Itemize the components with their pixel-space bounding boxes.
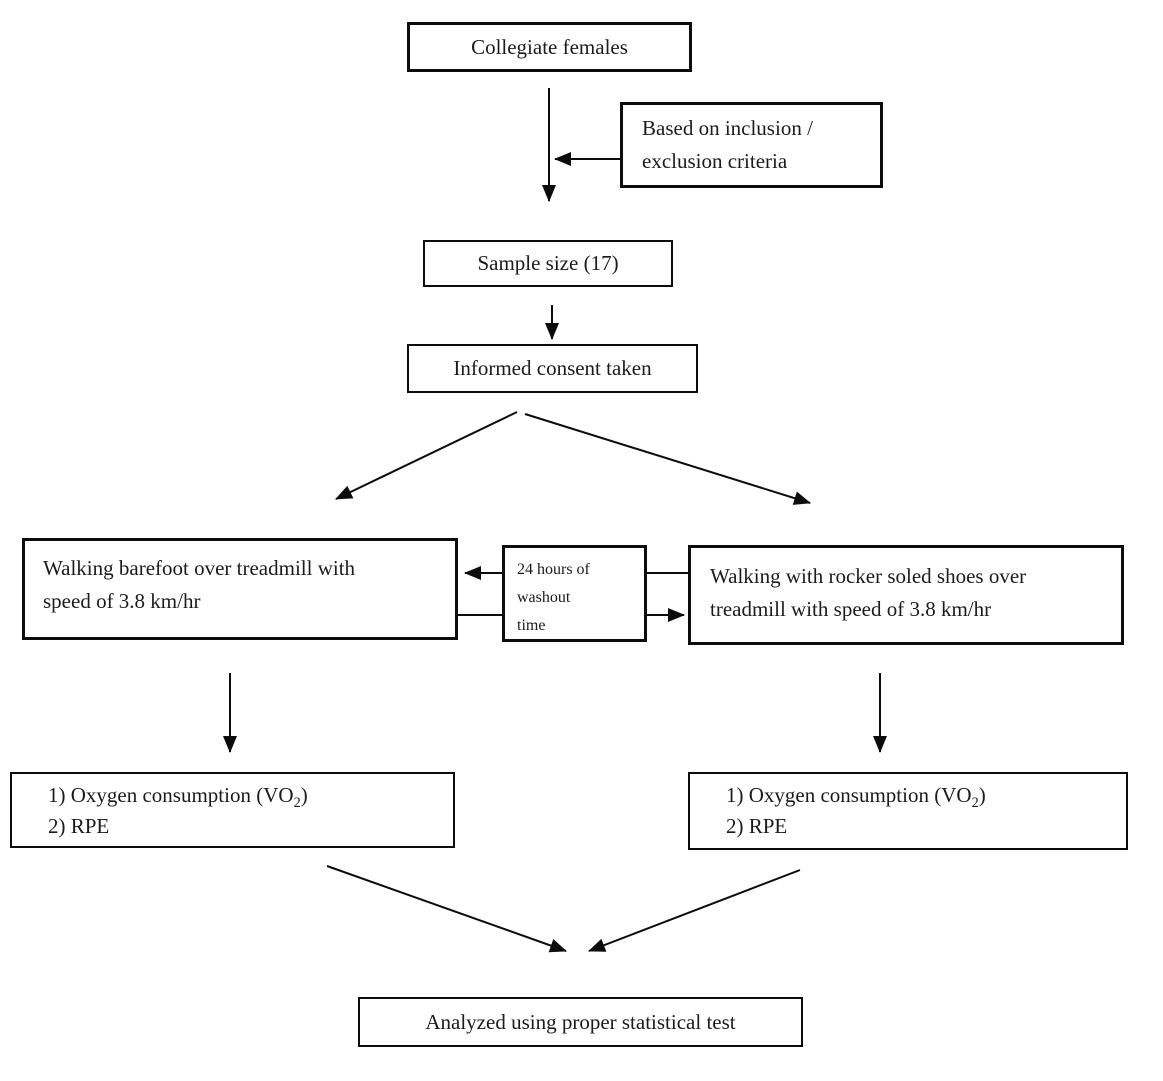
outcome-left-item-1: 1) Oxygen consumption (VO2): [48, 783, 308, 812]
vo2-subscript: 2: [293, 795, 301, 812]
node-outcomes-barefoot: 1) Oxygen consumption (VO2) 2) RPE: [10, 772, 455, 848]
washout-line-3: time: [517, 617, 546, 634]
washout-line-2: washout: [517, 589, 571, 606]
vo2-subscript: 2: [971, 795, 979, 812]
node-walking-barefoot: Walking barefoot over treadmill with spe…: [22, 538, 458, 640]
node-statistical-analysis: Analyzed using proper statistical test: [358, 997, 803, 1047]
node-statistical-analysis-label: Analyzed using proper statistical test: [425, 1009, 736, 1034]
arrow-outcome-left-to-analyzed: [326, 865, 567, 953]
barefoot-line-1: Walking barefoot over treadmill with: [43, 556, 356, 580]
criteria-line-1: Based on inclusion /: [642, 116, 813, 140]
outcome-left-item-2: 2) RPE: [48, 814, 110, 838]
criteria-line-2: exclusion criteria: [642, 149, 788, 173]
outcome-right-item-1: 1) Oxygen consumption (VO2): [726, 783, 986, 812]
node-washout-time: 24 hours of washout time: [502, 545, 647, 642]
rocker-line-2: treadmill with speed of 3.8 km/hr: [710, 597, 992, 621]
arrow-consent-to-barefoot: [335, 411, 518, 500]
rocker-line-1: Walking with rocker soled shoes over: [710, 564, 1027, 588]
arrow-outcome-right-to-analyzed: [588, 869, 801, 952]
node-inclusion-exclusion-criteria: Based on inclusion / exclusion criteria: [620, 102, 883, 188]
node-collegiate-females-label: Collegiate females: [471, 34, 628, 59]
node-sample-size-label: Sample size (17): [477, 251, 619, 275]
node-collegiate-females: Collegiate females: [407, 22, 692, 72]
node-sample-size: Sample size (17): [423, 240, 673, 287]
barefoot-line-2: speed of 3.8 km/hr: [43, 589, 201, 613]
node-informed-consent-label: Informed consent taken: [453, 356, 652, 380]
washout-line-1: 24 hours of: [517, 561, 590, 578]
node-outcomes-rocker: 1) Oxygen consumption (VO2) 2) RPE: [688, 772, 1128, 850]
node-informed-consent: Informed consent taken: [407, 344, 698, 393]
arrow-consent-to-rocker: [524, 413, 811, 505]
outcome-right-item-2: 2) RPE: [726, 814, 788, 838]
node-walking-rocker-shoes: Walking with rocker soled shoes over tre…: [688, 545, 1124, 645]
